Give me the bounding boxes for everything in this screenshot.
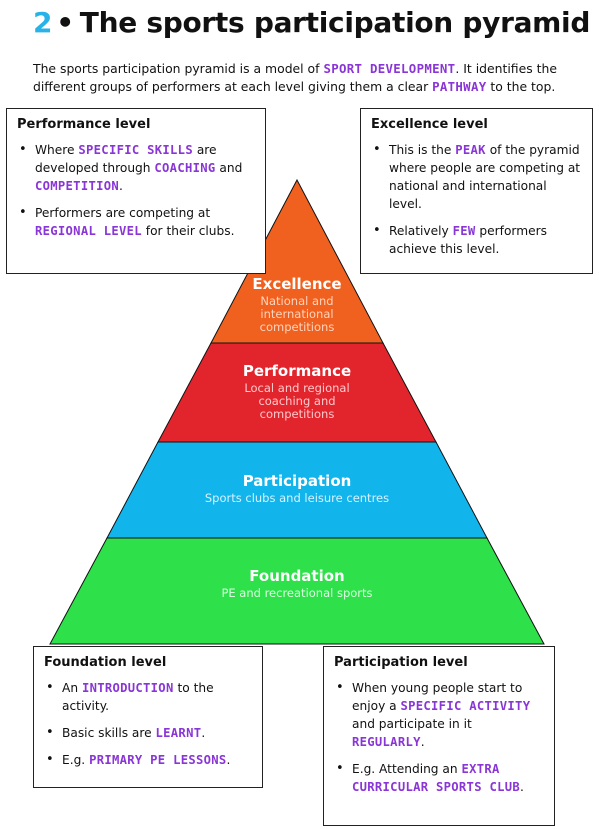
title-text: The sports participation pyramid [79, 6, 591, 39]
intro-highlight-pathway: PATHWAY [432, 79, 487, 94]
performance-sub-3: competitions [260, 407, 335, 421]
excellence-sub-1: National and [260, 294, 333, 308]
intro-text-1: The sports participation pyramid is a mo… [33, 61, 324, 76]
excellence-level-heading: Excellence level [371, 117, 488, 132]
performance-title: Performance [243, 362, 351, 380]
intro-text-3: to the top. [486, 79, 556, 94]
performance-sub-2: coaching and [258, 394, 335, 408]
list-item: Where SPECIFIC SKILLS are developed thro… [17, 141, 255, 195]
participation-level-list: When young people start to enjoy a SPECI… [334, 679, 544, 796]
list-item: When young people start to enjoy a SPECI… [334, 679, 544, 751]
list-item: E.g. PRIMARY PE LESSONS. [44, 751, 252, 769]
list-item: Performers are competing at REGIONAL LEV… [17, 204, 255, 240]
excellence-level-box: Excellence level This is the PEAK of the… [360, 108, 593, 274]
excellence-level-list: This is the PEAK of the pyramid where pe… [371, 141, 582, 258]
participation-level-heading: Participation level [334, 655, 468, 670]
participation-title: Participation [243, 472, 352, 490]
intro-highlight-sport-development: SPORT DEVELOPMENT [323, 61, 456, 76]
title-bullet: • [56, 6, 74, 39]
section-number: 2 [33, 6, 53, 39]
performance-level-box: Performance level Where SPECIFIC SKILLS … [6, 108, 266, 274]
foundation-title: Foundation [249, 567, 344, 585]
performance-level-list: Where SPECIFIC SKILLS are developed thro… [17, 141, 255, 240]
foundation-level-heading: Foundation level [44, 655, 167, 670]
participation-sub-1: Sports clubs and leisure centres [205, 491, 389, 505]
intro-paragraph: The sports participation pyramid is a mo… [33, 60, 563, 96]
list-item: This is the PEAK of the pyramid where pe… [371, 141, 582, 213]
foundation-level-box: Foundation level An INTRODUCTION to the … [33, 646, 263, 788]
foundation-sub-1: PE and recreational sports [221, 586, 372, 600]
performance-sub-1: Local and regional [244, 381, 349, 395]
excellence-sub-3: competitions [260, 320, 335, 334]
intro-text-2: . It identifies the different groups of … [33, 61, 557, 94]
excellence-title: Excellence [252, 275, 341, 293]
tier-participation [106, 441, 488, 539]
excellence-sub-2: international [260, 307, 333, 321]
tier-foundation [49, 537, 545, 645]
list-item: Relatively FEW performers achieve this l… [371, 222, 582, 258]
list-item: Basic skills are LEARNT. [44, 724, 252, 742]
performance-level-heading: Performance level [17, 117, 151, 132]
page-title: 2•The sports participation pyramid [33, 6, 590, 39]
list-item: E.g. Attending an EXTRA CURRICULAR SPORT… [334, 760, 544, 796]
list-item: An INTRODUCTION to the activity. [44, 679, 252, 715]
participation-level-box: Participation level When young people st… [323, 646, 555, 826]
foundation-level-list: An INTRODUCTION to the activity. Basic s… [44, 679, 252, 769]
